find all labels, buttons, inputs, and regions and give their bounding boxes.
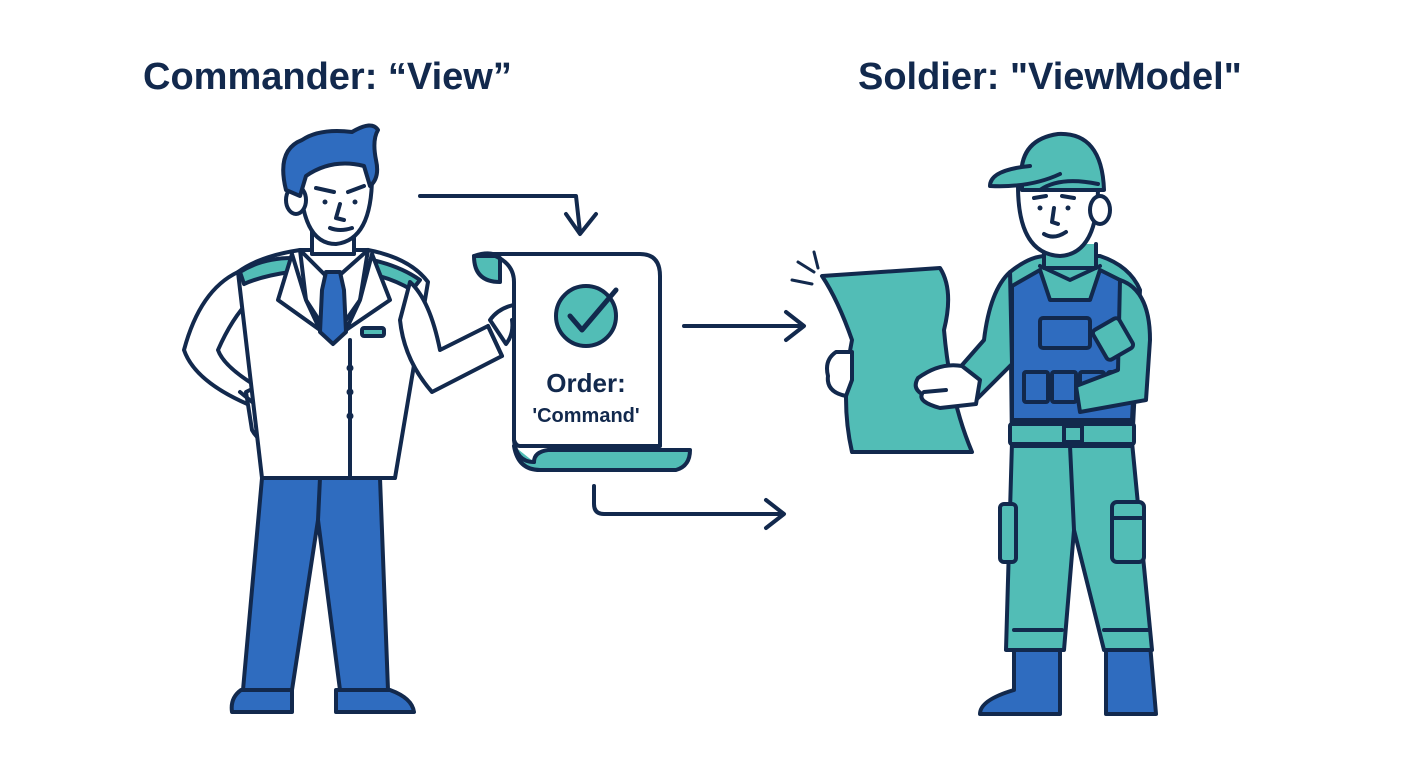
- order-document: Order: 'Command': [472, 251, 692, 472]
- arrow-right-icon: [682, 310, 806, 342]
- arrow-right-icon: [592, 484, 786, 530]
- commander-figure: [182, 123, 537, 714]
- soldier-figure: [790, 131, 1158, 716]
- commander-label: Commander: “View”: [143, 56, 512, 98]
- check-circle-icon: [554, 284, 619, 348]
- soldier-label: Soldier: "ViewModel": [858, 56, 1242, 98]
- arrow-right-icon: [418, 194, 598, 236]
- order-command: 'Command': [532, 405, 639, 427]
- order-title: Order:: [546, 368, 625, 398]
